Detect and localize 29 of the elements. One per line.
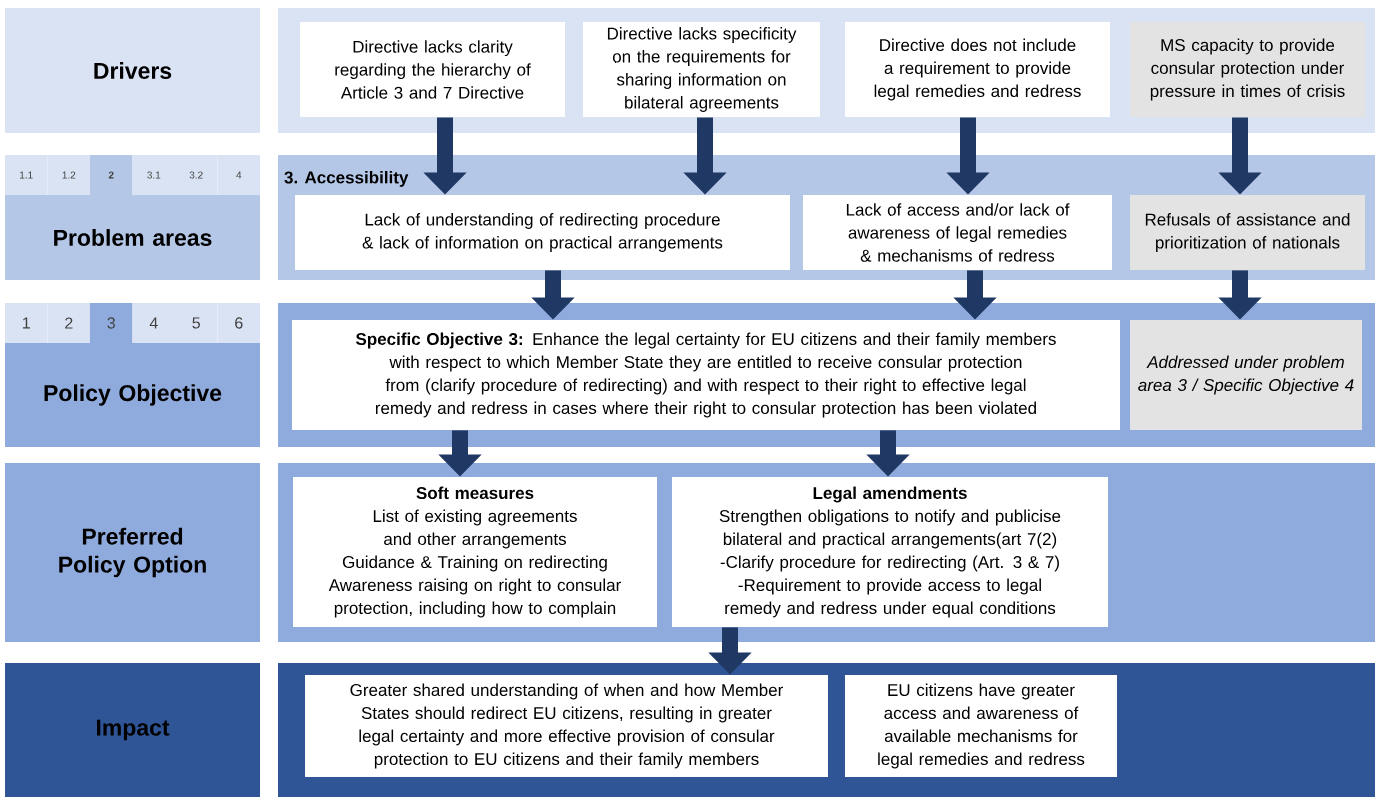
text-box: Addressed under problem area 3 / Specific Objective 4 — [1130, 320, 1362, 430]
tab: 4 — [132, 303, 176, 343]
text-box: Lack of access and/or lack of awareness of legal remedies & mechanisms of redress — [803, 195, 1112, 270]
row-header: Preferred Policy Option — [5, 463, 260, 642]
tab: 5 — [174, 303, 218, 343]
tab: 1 — [4, 303, 48, 343]
text-box: Specific Objective 3: Enhance the legal certainty for EU citizens and their family members with respect to which Member State they are entitled to receive consular protection from (clarify procedure of redirecting) and with respect to their right to effective legal remedy and redress in cases where their right to consular protection has been violated — [292, 320, 1120, 430]
text-box: Directive lacks specificity on the requirements for sharing information on bilateral agreements — [583, 22, 820, 117]
text-box: Directive lacks clarity regarding the hierarchy of Article 3 and 7 Directive — [300, 22, 565, 117]
tab: 3 — [89, 303, 133, 343]
tab: 2 — [47, 303, 91, 343]
text-box: Greater shared understanding of when and how Member States should redirect EU citizens, resulting in greater legal certainty and more effective provision of consular protection to EU citizens and their family members — [305, 675, 828, 777]
text-box: Soft measures List of existing agreements and other arrangements Guidance & Training on redirecting Awareness raising on right to consular protection, including how to complain — [293, 477, 657, 627]
text-box: Refusals of assistance and prioritization of nationals — [1130, 195, 1365, 270]
row-header: Policy Objective — [5, 343, 260, 447]
tab: 6 — [217, 303, 261, 343]
tab: 3.1 — [132, 155, 176, 195]
tab: 1.1 — [4, 155, 48, 195]
tab: 4 — [217, 155, 261, 195]
row-header: Impact — [5, 663, 260, 797]
text-box: Legal amendments Strengthen obligations to notify and publicise bilateral and practical arrangements(art 7(2) -Clarify procedure for redirecting (Art. 3 & 7) -Requirement to provide access to legal remedy and redress under equal conditions — [672, 477, 1108, 627]
tab: 3.2 — [174, 155, 218, 195]
text-box: EU citizens have greater access and awareness of available mechanisms for legal remedies and redress — [845, 675, 1117, 777]
text-box: Lack of understanding of redirecting procedure & lack of information on practical arrangements — [295, 195, 790, 270]
text-box: Directive does not include a requirement to provide legal remedies and redress — [845, 22, 1110, 117]
text-box: MS capacity to provide consular protection under pressure in times of crisis — [1130, 22, 1365, 117]
row-header: Drivers — [5, 8, 260, 133]
tab: 1.2 — [47, 155, 91, 195]
tab: 2 — [89, 155, 133, 195]
